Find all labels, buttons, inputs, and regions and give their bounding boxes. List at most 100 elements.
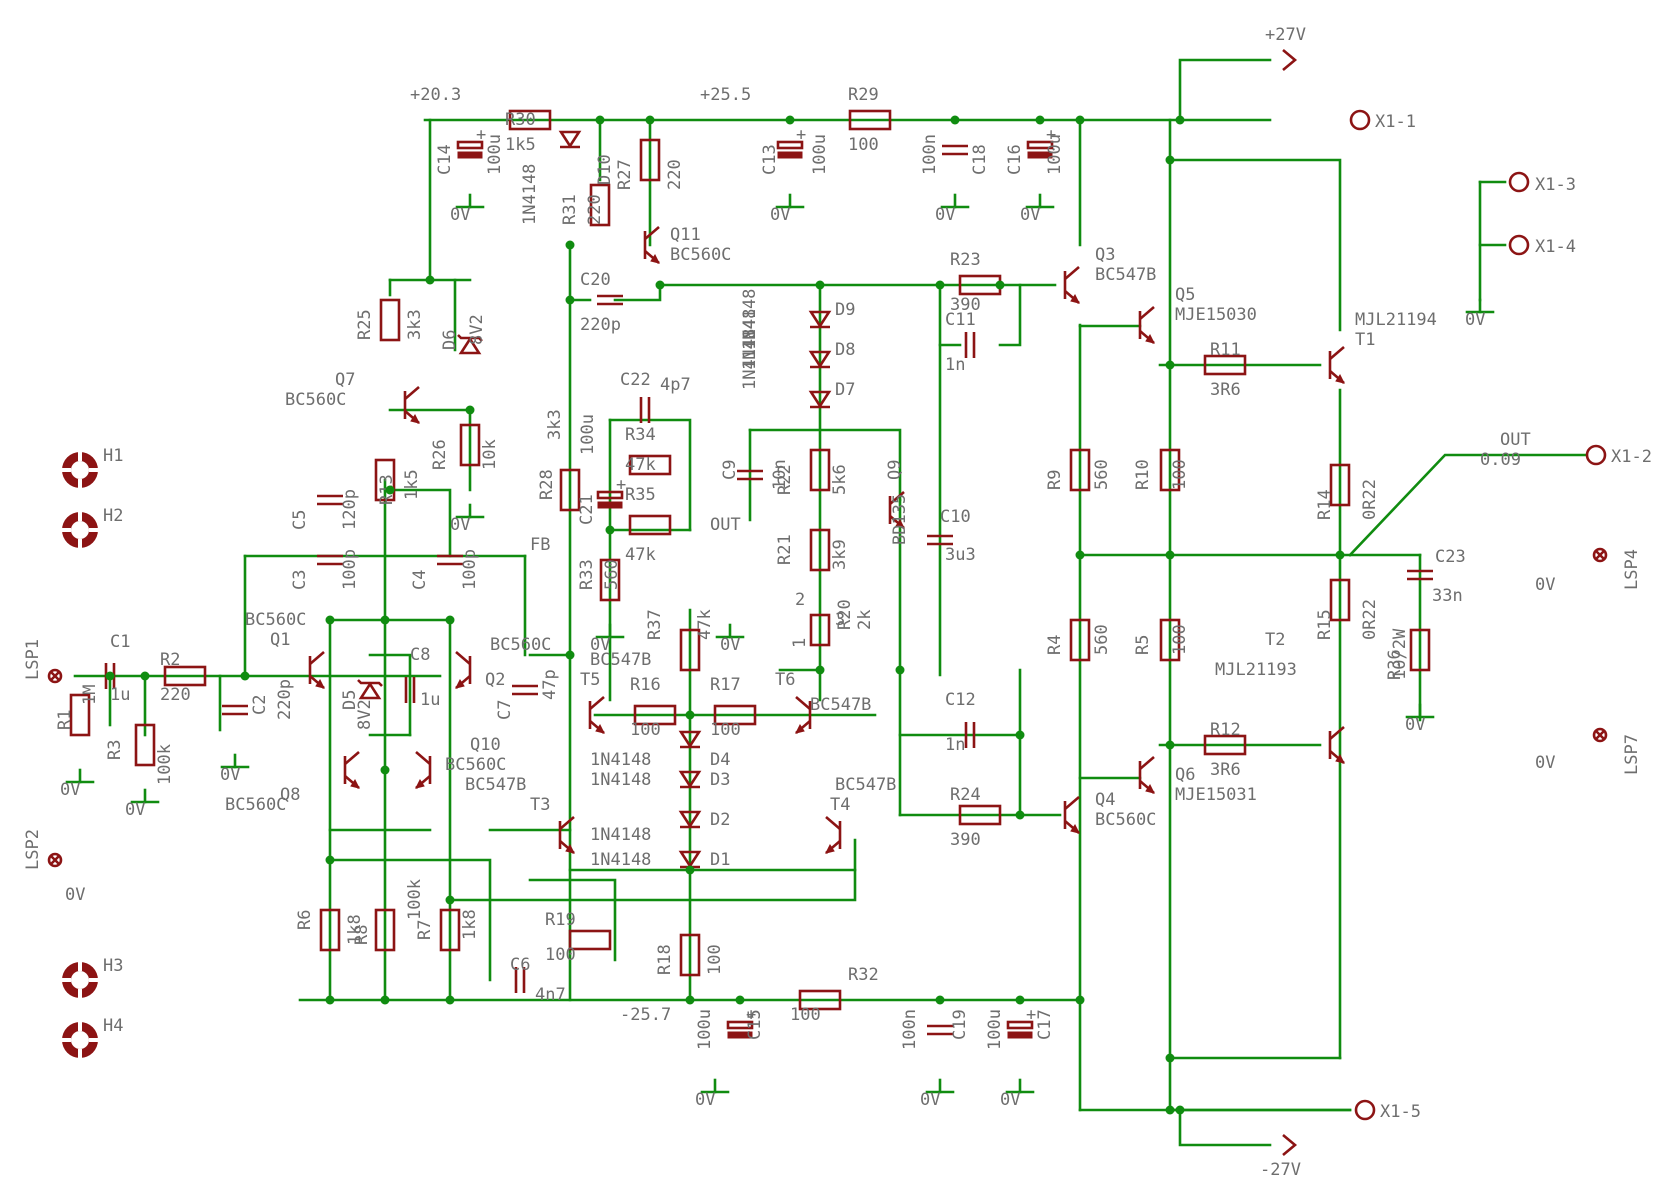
resistor-value: 560 (602, 559, 622, 590)
resistor-ref: R4 (1045, 635, 1065, 655)
mounting-hole (71, 971, 89, 989)
diode-ref: D4 (710, 750, 730, 770)
plus-sign: + (1026, 1005, 1036, 1025)
speaker-pad (47, 852, 63, 868)
capacitor-value: 10n (770, 459, 790, 490)
plus-sign: + (796, 125, 806, 145)
diode-ref: D8 (835, 340, 855, 360)
diode-ref: D2 (710, 810, 730, 830)
resistor (679, 628, 701, 672)
connector-pad (1508, 171, 1530, 193)
resistor-ref: R7 (415, 920, 435, 940)
resistor-value: 560 (1092, 459, 1112, 490)
resistor-ref: R12 (1210, 720, 1241, 740)
junction-dot (1075, 550, 1085, 560)
transistor (1064, 266, 1080, 280)
resistor (319, 908, 341, 952)
lsp4-label: LSP4 (1622, 549, 1642, 590)
resistor-ref: R31 (560, 194, 580, 225)
resistor (1409, 628, 1431, 672)
diode-value: 8V2 (355, 699, 375, 730)
junction-dot (105, 671, 115, 681)
mounting-hole (89, 528, 99, 532)
mounting-hole (71, 1031, 89, 1049)
ground-label: 0V (125, 800, 145, 820)
transistor-arrow (650, 254, 660, 264)
resistor-value: 390 (950, 830, 981, 850)
resistor (134, 723, 156, 767)
diode (678, 770, 702, 789)
capacitor-value: 3u3 (945, 545, 976, 565)
junction-dot (380, 765, 390, 775)
ground-label: 0V (450, 515, 470, 535)
ground-label: 0V (770, 205, 790, 225)
pot-pin-2: 2 (795, 590, 805, 610)
labels: +27V-27V+20.3+25.5-25.7OUT0.09FBOUTX1-1X… (23, 25, 1652, 1180)
capacitor-value: 33n (1432, 586, 1463, 606)
resistor (379, 298, 401, 342)
electrolytic-capacitor (1026, 140, 1054, 150)
transistor-arrow (1070, 824, 1080, 834)
junction-dot (385, 485, 395, 495)
junction-dot (1175, 115, 1185, 125)
junction-dot (645, 115, 655, 125)
transistor (1139, 306, 1155, 320)
resistor-value: 390 (950, 295, 981, 315)
transistor-arrow (895, 519, 905, 529)
resistor (1159, 618, 1181, 662)
transistor (415, 751, 431, 765)
resistor-value: 10k (480, 439, 500, 470)
h4-label: H4 (103, 1016, 123, 1036)
resistor-value: 3R6 (1210, 760, 1241, 780)
junction-dot (1015, 810, 1025, 820)
transistor-ref: Q7 (335, 370, 355, 390)
plus-sign: + (616, 475, 626, 495)
junction-dot (735, 995, 745, 1005)
resistor (568, 929, 612, 951)
connector-x1-2-label: X1-2 (1611, 447, 1652, 467)
junction-dot (565, 295, 575, 305)
rail-label-v255: +25.5 (700, 85, 751, 105)
capacitor-ref: C19 (950, 1009, 970, 1040)
transistor (309, 651, 325, 665)
resistor (628, 454, 672, 476)
wire (748, 428, 902, 502)
capacitor-value: 100u (1045, 134, 1065, 175)
mounting-hole (78, 479, 82, 489)
resistor (589, 183, 611, 227)
resistor-ref: R15 (1315, 609, 1335, 640)
resistor (374, 458, 396, 502)
resistor (798, 989, 842, 1011)
ground-label: 0V (220, 765, 240, 785)
junction-dot (1165, 740, 1175, 750)
capacitor-value: 100u (578, 414, 598, 455)
diode (678, 730, 702, 749)
junction-dot (995, 280, 1005, 290)
ground-label: 0V (60, 780, 80, 800)
speaker-pad (1592, 547, 1608, 563)
electrolytic-capacitor (1027, 151, 1053, 159)
transistor-value: MJL21194 (1355, 310, 1437, 330)
resistor-value: 1k5 (402, 469, 422, 500)
wire (1168, 158, 1342, 332)
ground-label: 0V (1465, 310, 1485, 330)
mounting-hole (78, 1021, 82, 1031)
resistor-ref: R14 (1315, 489, 1335, 520)
junction-dot (1075, 995, 1085, 1005)
transistor-ref: Q1 (270, 630, 290, 650)
resistor (679, 933, 701, 977)
resistor-ref: R22 (775, 464, 795, 495)
resistor-value: 100 (705, 944, 725, 975)
capacitor-value: 100u (810, 134, 830, 175)
junction-dot (685, 710, 695, 720)
resistor-ref: R21 (775, 534, 795, 565)
capacitor-value: 100n (920, 134, 940, 175)
ground-label: 0V (1405, 715, 1425, 735)
resistor-value: 10/2W (1390, 628, 1410, 680)
capacitor-value: 100p (340, 549, 360, 590)
rail-arrow (1282, 49, 1298, 71)
ground-label: 0V (720, 635, 740, 655)
resistor-ref: R10 (1133, 459, 1153, 490)
junction-dot (785, 115, 795, 125)
resistor (713, 704, 757, 726)
